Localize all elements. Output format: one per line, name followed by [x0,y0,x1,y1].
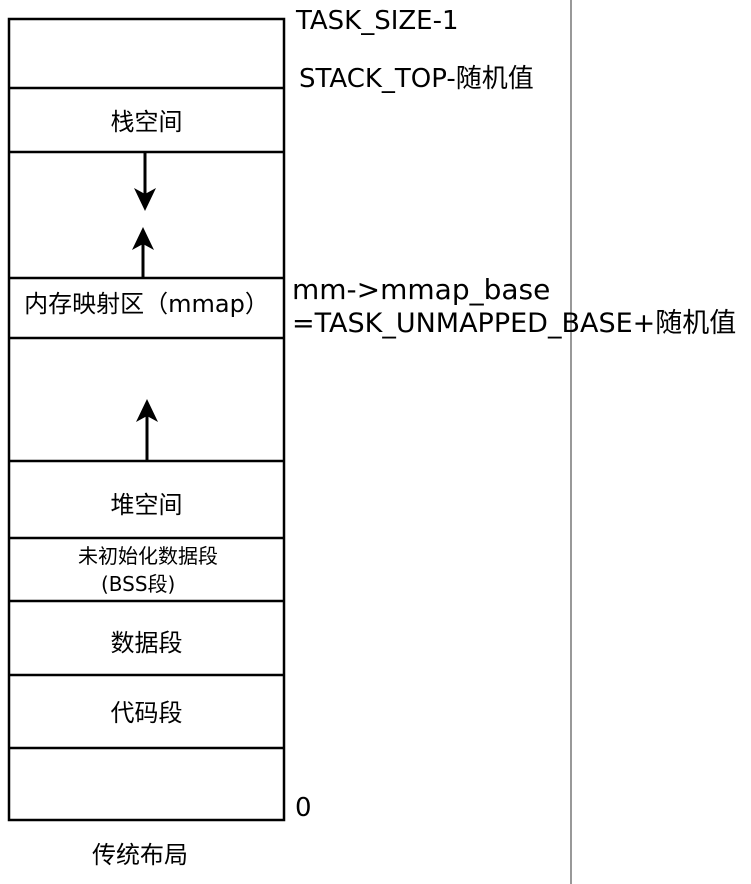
region-label-data: 数据段 [110,629,183,657]
diagram-caption: 传统布局 [92,841,188,869]
region-label-heap: 堆空间 [110,491,183,519]
arrow-up-icon [132,227,154,277]
arrow-up-icon [136,399,158,460]
region-label-bss-line1: 未初始化数据段 [78,544,218,568]
address-label-task-size: TASK_SIZE-1 [296,6,459,36]
address-label-mmap-base: mm->mmap_base [292,273,551,306]
address-label-stack-top: STACK_TOP-随机值 [299,64,534,94]
region-label-mmap: 内存映射区（mmap） [24,290,269,318]
region-label-bss-line2: (BSS段) [101,572,176,596]
layout-outer-box [7,17,286,822]
region-label-code: 代码段 [110,699,183,727]
region-label-stack: 栈空间 [110,108,183,136]
address-label-task-unmapped-base: =TASK_UNMAPPED_BASE+随机值 [292,308,737,339]
address-label-zero: 0 [295,793,312,823]
arrow-down-icon [134,153,156,211]
